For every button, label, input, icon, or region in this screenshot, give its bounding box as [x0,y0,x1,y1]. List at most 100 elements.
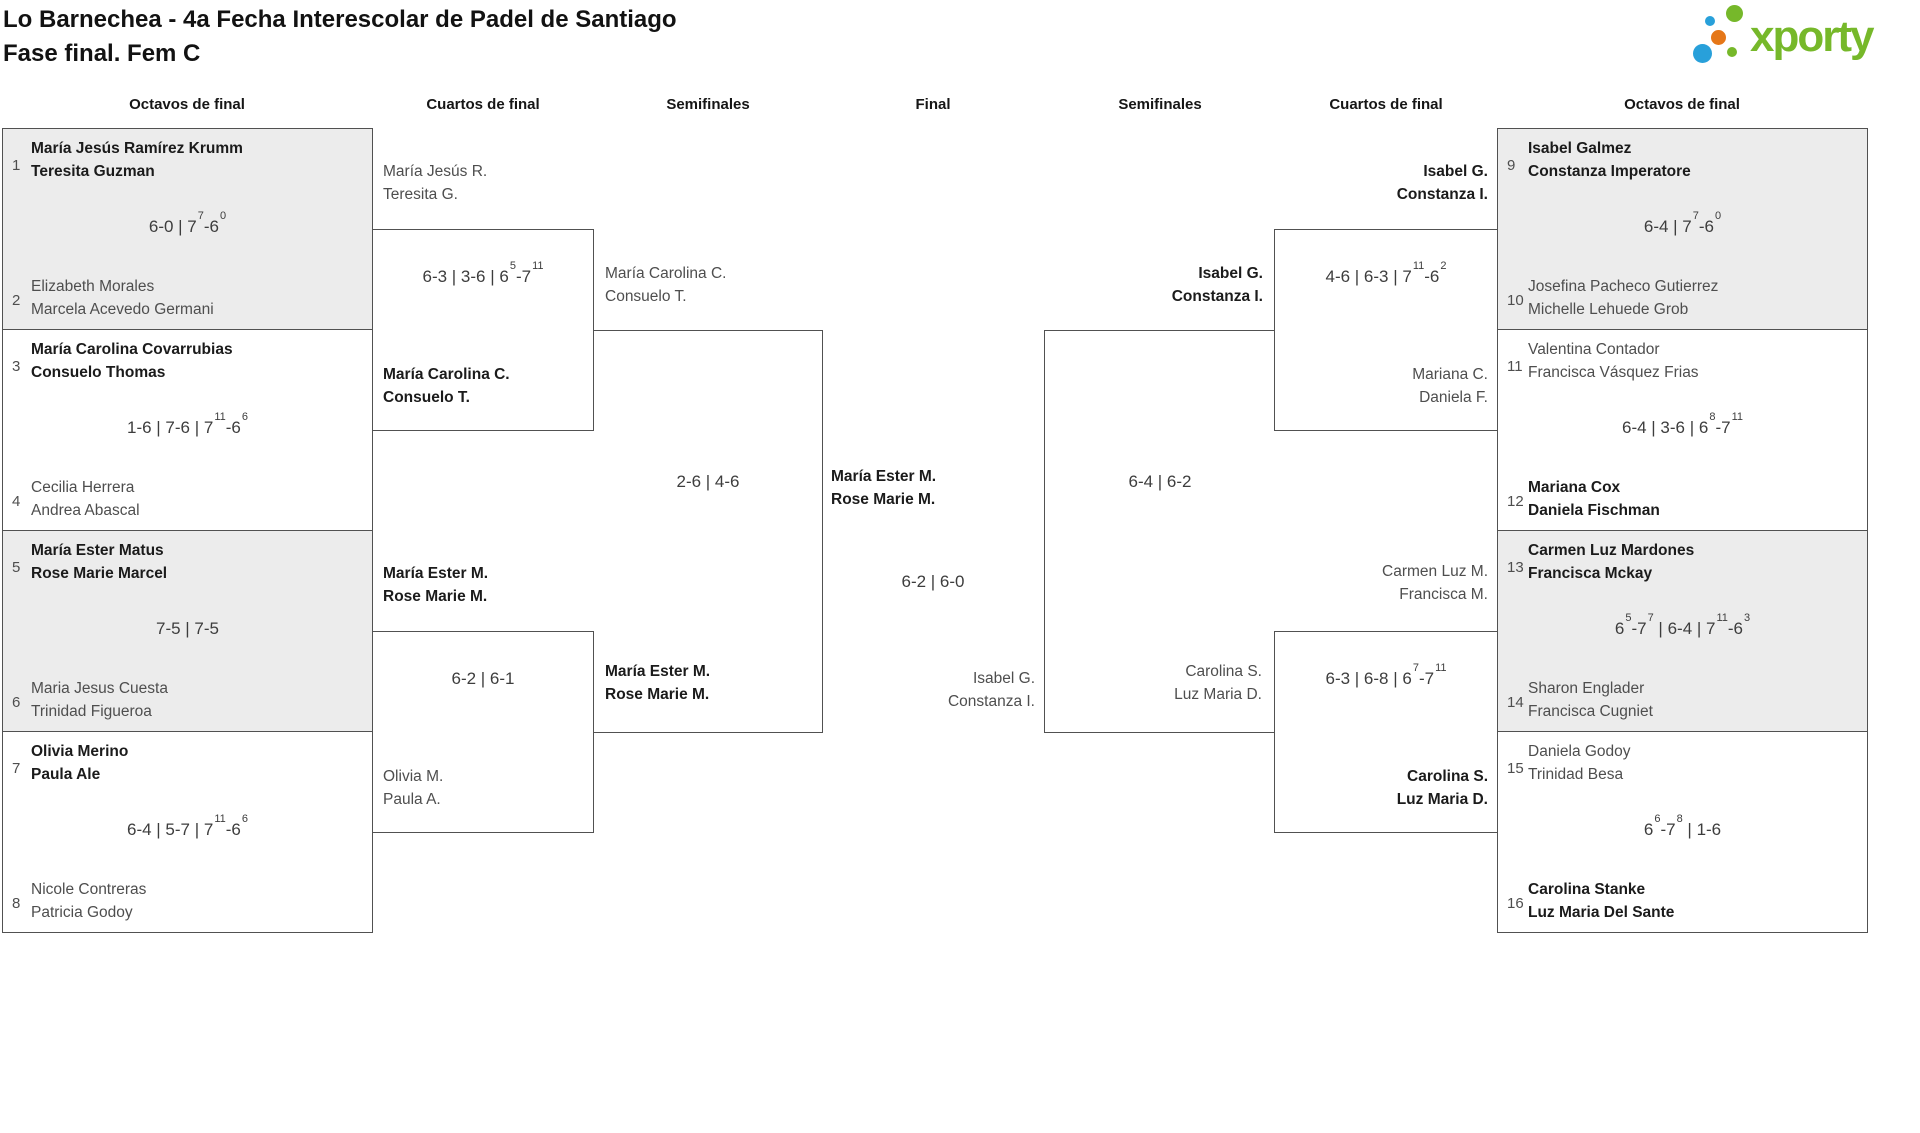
match-score: 6-2 | 6-1 [451,669,515,688]
match-score: 1-6 | 7-6 | 711-66 [127,411,248,437]
player-name: Olivia Merino [31,743,129,760]
team-entry[interactable]: Cecilia Herrera Andrea Abascal [31,476,140,522]
player-name: María Ester M. [605,663,711,680]
seed-number: 2 [12,292,21,309]
player-name: Consuelo T. [383,389,470,406]
team-entry[interactable]: Josefina Pacheco Gutierrez Michelle Lehu… [1528,275,1718,321]
player-name: Rose Marie Marcel [31,565,168,582]
team-entry[interactable]: Carmen Luz M. Francisca M. [1382,560,1488,606]
match-score: 6-4 | 6-2 [1128,472,1192,491]
team-entry[interactable]: Carolina S. Luz Maria D. [1174,660,1262,706]
seed-number: 14 [1507,694,1524,711]
seed-number: 12 [1507,493,1524,510]
player-name: Rose Marie M. [383,588,488,605]
player-name: Trinidad Besa [1528,766,1624,783]
seed-number: 6 [12,694,21,711]
player-name: Isabel Galmez [1528,140,1632,157]
team-entry[interactable]: Nicole Contreras Patricia Godoy [31,878,146,924]
match-score: 6-4 | 5-7 | 711-66 [127,813,248,839]
player-name: Isabel G. [1423,163,1488,180]
team-entry[interactable]: Olivia Merino Paula Ale [31,740,128,786]
match-score: 66-78 | 1-6 [1643,813,1722,839]
team-entry[interactable]: Maria Jesus Cuesta Trinidad Figueroa [31,677,168,723]
player-name: Maria Jesus Cuesta [31,680,168,697]
seed-number: 16 [1507,895,1524,912]
player-name: Josefina Pacheco Gutierrez [1528,278,1719,295]
player-name: Isabel G. [1198,265,1263,282]
player-name: Valentina Contador [1528,341,1660,358]
seed-number: 5 [12,559,21,576]
player-name: Carolina S. [1185,663,1262,680]
team-entry[interactable]: María Ester M. Rose Marie M. [831,465,936,511]
team-entry[interactable]: Valentina Contador Francisca Vásquez Fri… [1528,338,1699,384]
player-name: Rose Marie M. [831,491,936,508]
player-name: Constanza Imperatore [1528,163,1691,180]
team-entry[interactable]: María Jesús R. Teresita G. [383,160,487,206]
player-name: Constanza I. [1396,186,1488,203]
match-cell-octavos-right-3: 13 Carmen Luz Mardones Francisca Mckay 6… [1497,530,1868,732]
team-entry[interactable]: Mariana C. Daniela F. [1412,363,1488,409]
player-name: María Ester M. [831,468,937,485]
round-header-octavos-right: Octavos de final [1624,96,1740,113]
logo-wordmark: xporty [1750,12,1874,61]
match-score: 65-77 | 6-4 | 711-63 [1614,612,1751,638]
round-header-semis-left: Semifinales [666,96,750,113]
seed-number: 4 [12,493,21,510]
player-name: Elizabeth Morales [31,278,155,295]
team-entry[interactable]: Mariana Cox Daniela Fischman [1528,476,1660,522]
player-name: Teresita Guzman [31,163,155,180]
round-header-cuartos-right: Cuartos de final [1329,96,1443,113]
team-entry[interactable]: Olivia M. Paula A. [383,765,443,811]
team-entry[interactable]: María Carolina C. Consuelo T. [383,363,510,409]
round-header-final: Final [915,96,951,113]
match-cell-octavos-right-2: 11 Valentina Contador Francisca Vásquez … [1497,329,1868,531]
player-name: Francisca M. [1399,586,1488,603]
team-entry[interactable]: María Ester M. Rose Marie M. [605,660,710,706]
team-entry[interactable]: Elizabeth Morales Marcela Acevedo German… [31,275,214,321]
player-name: Isabel G. [972,670,1035,687]
player-name: Consuelo Thomas [31,364,166,381]
player-name: Luz Maria D. [1396,791,1488,808]
team-entry[interactable]: María Ester M. Rose Marie M. [383,562,488,608]
player-name: Carmen Luz Mardones [1528,542,1695,559]
team-entry[interactable]: María Carolina C. Consuelo T. [605,262,726,308]
player-name: Constanza I. [1171,288,1263,305]
match-score: 6-0 | 77-60 [148,210,227,236]
team-entry[interactable]: Carolina S. Luz Maria D. [1397,765,1488,811]
page-title-block: Lo Barnechea - 4a Fecha Interescolar de … [3,3,677,71]
team-entry[interactable]: Isabel Galmez Constanza Imperatore [1528,137,1691,183]
team-entry[interactable]: Sharon Englader Francisca Cugniet [1528,677,1653,723]
team-entry[interactable]: Isabel G. Constanza I. [1397,160,1488,206]
team-entry[interactable]: Carmen Luz Mardones Francisca Mckay [1528,539,1694,585]
player-name: María Ester Matus [31,542,164,559]
logo-dot-blue-large [1693,44,1712,63]
player-name: Cecilia Herrera [31,479,135,496]
team-entry[interactable]: María Jesús Ramírez Krumm Teresita Guzma… [31,137,243,183]
player-name: Luz Maria D. [1174,686,1262,703]
player-name: Daniela F. [1419,389,1488,406]
player-name: María Carolina C. [383,366,510,383]
team-entry[interactable]: Daniela Godoy Trinidad Besa [1528,740,1631,786]
seed-number: 13 [1507,559,1524,576]
player-name: Michelle Lehuede Grob [1528,301,1689,318]
player-name: Francisca Mckay [1528,565,1653,582]
player-name: Carolina Stanke [1528,881,1646,898]
logo-dot-green-large [1726,5,1743,22]
team-entry[interactable]: María Carolina Covarrubias Consuelo Thom… [31,338,233,384]
seed-number: 8 [12,895,21,912]
seed-number: 9 [1507,157,1516,174]
team-entry[interactable]: Isabel G. Constanza I. [1172,262,1263,308]
round-header-cuartos-left: Cuartos de final [426,96,540,113]
match-cell-octavos-left-3: 5 María Ester Matus Rose Marie Marcel 7-… [2,530,373,732]
team-entry[interactable]: Isabel G. Constanza I. [948,667,1035,713]
team-entry[interactable]: María Ester Matus Rose Marie Marcel [31,539,167,585]
player-name: Andrea Abascal [31,502,140,519]
logo-dot-blue-small [1705,16,1715,26]
match-cell-octavos-left-1: 1 María Jesús Ramírez Krumm Teresita Guz… [2,128,373,330]
player-name: Patricia Godoy [31,904,133,921]
player-name: María Carolina C. [605,265,727,282]
team-entry[interactable]: Carolina Stanke Luz Maria Del Sante [1528,878,1674,924]
seed-number: 7 [12,760,21,777]
bracket-box-semifinal-left [593,330,823,733]
player-name: Olivia M. [383,768,444,785]
